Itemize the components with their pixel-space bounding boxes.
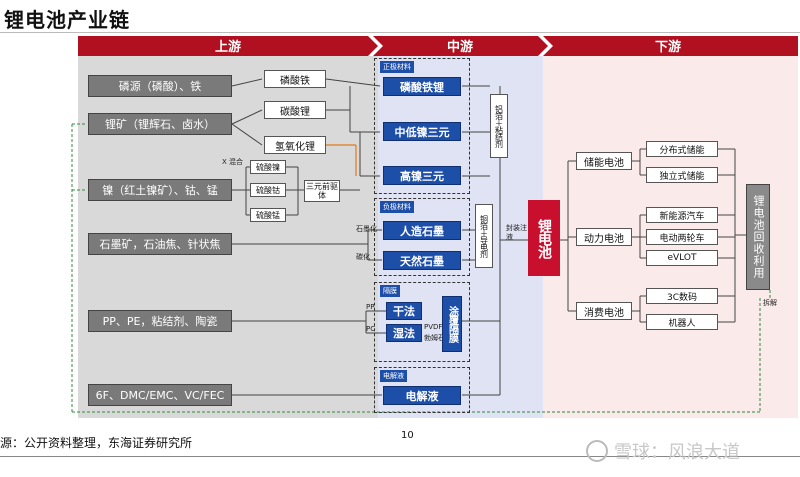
footer-source: 源：公开资料整理，东海证券研究所 (0, 436, 193, 450)
app-consumer-battery: 消费电池 (576, 302, 632, 320)
iron-phosphate-box: 磷酸铁 (264, 70, 326, 88)
separator-wet: 湿法 (386, 324, 422, 342)
graphitize-label: 石墨化 (356, 225, 377, 233)
separator-tag: 隔膜 (380, 285, 400, 297)
page-title: 锂电池产业链 (4, 8, 130, 32)
lithium-carbonate-box: 碳酸锂 (264, 101, 326, 119)
cathode-lfp: 磷酸铁锂 (383, 77, 461, 96)
anode-artificial-graphite: 人造石墨 (383, 221, 461, 240)
separator-group (374, 282, 470, 362)
pc-label: PC (366, 325, 376, 333)
snowball-logo-icon (586, 440, 608, 462)
chevron-midstream (373, 36, 548, 56)
ceramic-label: 勃姆石 (424, 334, 445, 342)
cathode-high-nickel: 高镍三元 (383, 166, 461, 185)
dismantle-label: 拆解 (763, 299, 777, 307)
lithium-battery-box: 锂电池 (528, 200, 560, 276)
anode-group (374, 198, 470, 276)
source-pp-pe: PP、PE，粘结剂、陶瓷 (88, 310, 232, 332)
copper-foil-box: 铜箔＋导电剂 (475, 204, 493, 268)
source-graphite: 石墨矿，石油焦、针状焦 (88, 233, 232, 255)
watermark: 雪球：风浪大道 (586, 438, 740, 464)
recycle-box: 锂电池回收利用 (746, 184, 770, 290)
sub-distributed-storage: 分布式储能 (646, 141, 718, 157)
upstream-label: 上游 (215, 39, 241, 55)
cathode-mid-nickel: 中低镍三元 (383, 122, 461, 141)
app-power-battery: 动力电池 (576, 228, 632, 246)
anode-tag: 负极材料 (380, 201, 414, 213)
lithium-hydroxide-box: 氢氧化锂 (264, 136, 326, 154)
stage-header: 上游 中游 下游 (78, 36, 798, 56)
chevron-upstream (78, 36, 378, 56)
watermark-text: 雪球：风浪大道 (614, 442, 740, 463)
separator-coated: 涂覆隔膜 (442, 296, 462, 352)
seal-fill-label: 封装注液 (506, 224, 527, 241)
sub-evlot: eVLOT (646, 250, 718, 266)
midstream-label: 中游 (447, 39, 473, 55)
cobalt-sulfate-box: 硫酸钴 (250, 183, 286, 197)
source-electrolyte-salts: 6F、DMC/EMC、VC/FEC (88, 384, 232, 406)
aluminum-foil-box: 铝箔＋粘结剂 (490, 94, 508, 158)
source-nickel-cobalt-manganese: 镍（红土镍矿）、钴、锰 (88, 179, 232, 201)
cathode-group (374, 58, 470, 194)
anode-natural-graphite: 天然石墨 (383, 251, 461, 270)
chevron-downstream (543, 36, 798, 56)
title-divider (0, 32, 800, 33)
sub-3c-digital: 3C数码 (646, 288, 718, 304)
pvdf-label: PVDF (424, 323, 443, 331)
carbonize-label: 碳化 (356, 253, 370, 261)
source-lithium-ore: 锂矿（锂辉石、卤水） (88, 113, 232, 135)
sub-new-energy-vehicle: 新能源汽车 (646, 207, 718, 223)
electrolyte-group (374, 367, 470, 413)
footer-divider (0, 456, 800, 457)
sub-robot: 机器人 (646, 314, 718, 330)
sub-standalone-storage: 独立式储能 (646, 167, 718, 183)
electrolyte-box: 电解液 (383, 386, 461, 405)
ternary-precursor-box: 三元前驱体 (304, 180, 340, 202)
page-number: 10 (401, 430, 414, 441)
sub-electric-two-wheeler: 电动两轮车 (646, 229, 718, 245)
downstream-label: 下游 (655, 39, 681, 55)
electrolyte-tag: 电解液 (380, 370, 407, 382)
mixed-label: X 混合 (222, 158, 244, 166)
pp-label: PP (366, 303, 375, 311)
nickel-sulfate-box: 硫酸镍 (250, 160, 286, 174)
manganese-sulfate-box: 硫酸锰 (250, 208, 286, 222)
source-phosphorus-iron: 磷源（磷酸）、铁 (88, 75, 232, 97)
cathode-tag: 正极材料 (380, 61, 414, 73)
app-energy-storage: 储能电池 (576, 152, 632, 170)
separator-dry: 干法 (386, 302, 422, 320)
